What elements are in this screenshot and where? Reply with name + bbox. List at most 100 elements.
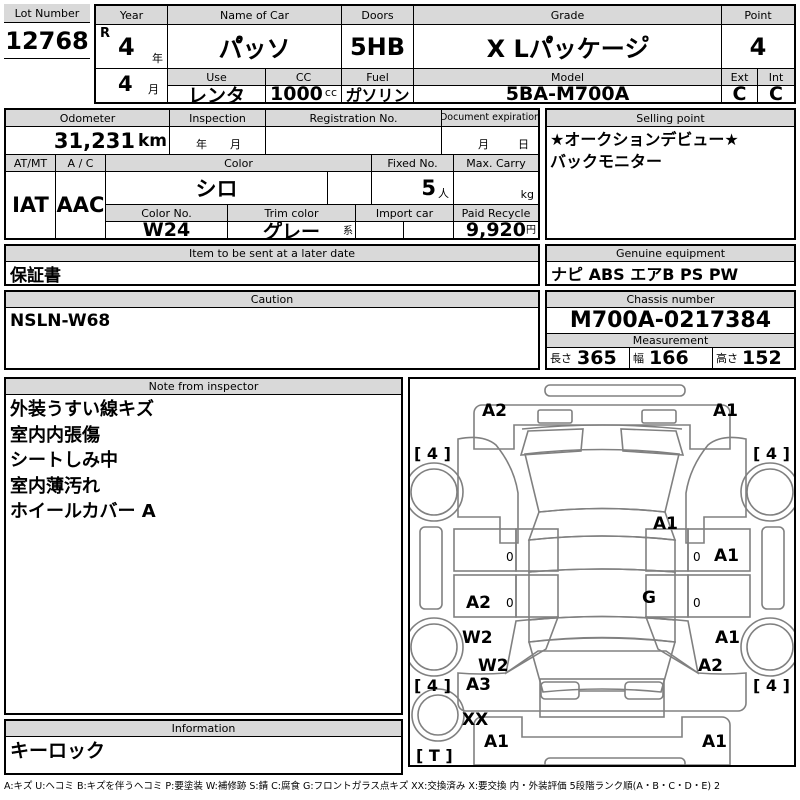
document-day-unit: 日: [518, 138, 529, 151]
note-line-4: 室内薄汚れ: [10, 475, 100, 497]
later-item-label: Item to be sent at a later date: [6, 246, 538, 262]
chassis-value: M700A-0217384: [547, 308, 794, 334]
diagram-mark-rear-left-door-xx: XX: [462, 710, 488, 730]
hood: [524, 448, 680, 513]
year-value-cell: R 4 年: [96, 25, 168, 69]
door-front-left-glass: [515, 528, 559, 572]
note-line-2: 室内内張傷: [10, 424, 100, 446]
caution-label: Caution: [6, 292, 538, 308]
inspection-month-unit: 月: [230, 138, 241, 151]
sill-right: [761, 526, 785, 610]
odometer-label: Odometer: [6, 110, 170, 127]
tire-grade-rear-left: [ 4 ]: [414, 676, 451, 695]
lot-number-label: Lot Number: [4, 4, 90, 23]
doors-label: Doors: [342, 6, 414, 25]
later-item-text: 保証書: [10, 265, 61, 286]
measurement-width-label: 幅: [633, 352, 644, 365]
trim-color-label: Trim color: [228, 205, 356, 222]
month-value-cell: 4 月: [96, 69, 168, 102]
lot-number-value: 12768: [4, 23, 90, 59]
wheel-front-left-outer: [410, 462, 464, 522]
spare-tire-outer: [411, 688, 465, 742]
paid-recycle-text: 9,920: [465, 222, 526, 238]
quarter-left: [504, 616, 560, 675]
note-from-inspector-label: Note from inspector: [6, 379, 401, 395]
year-label: Year: [96, 6, 168, 25]
diagram-mark-front-right-corner: A1: [713, 401, 738, 421]
front-right-fender: [685, 436, 747, 544]
color-no-text: W24: [142, 222, 191, 238]
use-value: レンタ: [168, 86, 266, 102]
at-mt-value: IAT: [6, 172, 56, 238]
later-item-body: 保証書: [6, 262, 538, 286]
point-text: 4: [749, 32, 767, 61]
information-body: キーロック: [6, 737, 401, 773]
wheel-rear-left-outer: [410, 617, 464, 677]
quarter-right: [644, 616, 700, 675]
diagram-mark-windshield: G: [642, 588, 656, 608]
point-label: Point: [722, 6, 794, 25]
measurement-width-value: 166: [649, 348, 689, 368]
trim-color-text: ク゚レー: [262, 222, 320, 238]
year-unit: 年: [152, 52, 163, 65]
front-grille-right: [641, 409, 677, 424]
tire-grade-rear-right: [ 4 ]: [753, 676, 790, 695]
front-grille-left: [537, 409, 573, 424]
fixed-no-label: Fixed No.: [372, 155, 454, 172]
diagram-mark-front-left-door: A2: [466, 593, 491, 613]
front-bumper-strip: [544, 384, 686, 397]
chassis-label: Chassis number: [547, 292, 794, 308]
headlight-right: [620, 428, 685, 456]
measurement-length-label: 長さ: [550, 352, 572, 365]
max-carry-label: Max. Carry: [454, 155, 538, 172]
tire-grade-front-right: [ 4 ]: [753, 444, 790, 463]
door-rear-left-glass: [515, 574, 559, 618]
car-diagram-svg: A2 A1 A1 A1 G A2 W2 A1 A3 XX W2 A2 A1 A1…: [410, 384, 794, 765]
registration-value: [266, 127, 442, 155]
measurement-height: 高さ 152: [713, 348, 794, 368]
inspection-value: 年 月: [170, 127, 266, 155]
wheel-rear-right-outer: [740, 617, 794, 677]
point-value: 4: [722, 25, 794, 69]
int-value: C: [758, 86, 794, 102]
grade-value: X Lパ゚ッケーシ゚: [414, 25, 722, 69]
note-from-inspector-body: 外装うすい線キズ 室内内張傷 シートしみ中 室内薄汚れ ホイールカバー A: [6, 395, 401, 713]
note-line-5: ホイールカバー A: [10, 501, 156, 523]
color-extra: [328, 172, 372, 205]
max-carry-value: kg: [454, 172, 538, 205]
wheel-front-right-outer: [740, 462, 794, 522]
fuel-text: カ゚ソリン: [345, 86, 410, 102]
odometer-text: 31,231: [53, 128, 135, 153]
ac-text: AAC: [56, 193, 105, 217]
trunk-lid: [539, 678, 665, 718]
import-car-value: [356, 222, 404, 238]
diagram-mark-rear-left-door: A3: [466, 675, 491, 695]
genuine-equipment-text: ナピ ABS エアB PS PW: [551, 265, 739, 284]
wheel-rear-left-inner: [410, 623, 458, 671]
name-of-car-label: Name of Car: [168, 6, 342, 25]
roof-front: [528, 535, 676, 573]
wheel-front-left-inner: [410, 468, 458, 516]
document-month-unit: 月: [478, 138, 489, 151]
hood-front-edge: [521, 424, 683, 430]
door-front-right-glass: [645, 528, 689, 572]
fixed-no-text: 5: [421, 176, 436, 200]
ext-value: C: [722, 86, 758, 102]
color-no-label: Color No.: [106, 205, 228, 222]
lot-number-blank: [4, 59, 90, 104]
odometer-unit: km: [137, 130, 167, 151]
tire-grade-front-left: [ 4 ]: [414, 444, 451, 463]
diagram-mark-front-left-corner: A2: [482, 401, 507, 421]
note-line-1: 外装うすい線キズ: [10, 399, 154, 420]
rear-bumper: [473, 716, 731, 765]
grade-text: X Lパ゚ッケーシ゚: [486, 35, 649, 63]
inspection-year-unit: 年: [196, 138, 207, 151]
measurement-width: 幅 166: [630, 348, 713, 368]
selling-point-line-1: ★オークションデビュー★: [550, 130, 739, 149]
selling-point-body: ★オークションデビュー★ バックモニター: [547, 127, 794, 238]
diagram-mark-rear-right-quarter: A2: [698, 656, 723, 676]
use-text: レンタ: [187, 86, 245, 102]
fixed-no-unit: 人: [438, 187, 449, 200]
name-of-car-text: パ゚ッソ: [218, 35, 291, 63]
